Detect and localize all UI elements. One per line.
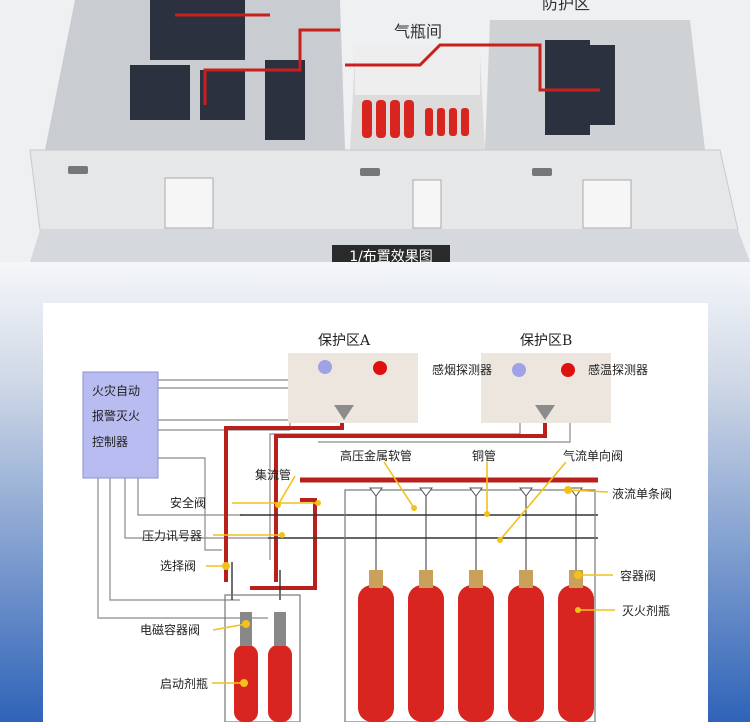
zone-b-title: 保护区B bbox=[520, 333, 572, 349]
leader-lines bbox=[206, 461, 615, 684]
left-server-racks bbox=[130, 0, 305, 140]
heat-detector-b-icon bbox=[561, 363, 575, 377]
agent-cylinder-5 bbox=[558, 490, 594, 722]
label-safety-valve: 安全阀 bbox=[170, 495, 206, 510]
leader-dots bbox=[222, 486, 582, 687]
red-pipes bbox=[224, 418, 598, 590]
gas-room-cylinders bbox=[362, 100, 469, 138]
room-illustration bbox=[29, 0, 750, 262]
copper-lines bbox=[231, 514, 598, 600]
label-starter-cylinder: 启动剂瓶 bbox=[160, 676, 208, 691]
label-check-valve-liquid: 液流单条阀 bbox=[612, 486, 672, 501]
label-selector-valve: 选择阀 bbox=[160, 559, 196, 573]
smoke-detector-a-icon bbox=[318, 360, 332, 374]
controller-line-3: 控制器 bbox=[92, 435, 128, 449]
label-copper-pipe: 铜管 bbox=[472, 448, 496, 463]
controller-line-2: 报警灭火 bbox=[92, 408, 140, 423]
label-smoke-detector: 感烟探测器 bbox=[432, 362, 492, 377]
label-manifold: 集流管 bbox=[255, 467, 291, 482]
agent-cylinder-1 bbox=[358, 490, 394, 722]
label-pressure-switch: 压力讯号器 bbox=[142, 529, 202, 543]
room-label-protection: 防护区 bbox=[542, 0, 591, 13]
agent-cylinder-2 bbox=[408, 490, 444, 722]
heat-detector-a-icon bbox=[373, 361, 387, 375]
label-agent-cylinder: 灭火剂瓶 bbox=[622, 603, 670, 618]
zone-a-title: 保护区A bbox=[318, 333, 371, 349]
label-check-valve-gas: 气流单向阀 bbox=[563, 448, 623, 463]
zone-a-box bbox=[288, 353, 418, 423]
label-hose: 高压金属软管 bbox=[340, 448, 412, 463]
doors bbox=[164, 177, 632, 229]
fire-controller bbox=[82, 371, 159, 479]
layout-rendering: 气瓶间 防护区 bbox=[0, 0, 750, 262]
red-pipes-top bbox=[175, 13, 600, 105]
smoke-detector-b-icon bbox=[512, 363, 526, 377]
agent-cylinder-3 bbox=[458, 490, 494, 722]
label-container-valve: 容器阀 bbox=[620, 568, 656, 583]
agent-cylinder-4 bbox=[508, 490, 544, 722]
label-heat-detector: 感温探测器 bbox=[588, 362, 648, 377]
controller-line-1: 火灾自动 bbox=[92, 383, 140, 398]
label-solenoid-valve: 电磁容器阀 bbox=[140, 622, 200, 637]
cylinder-rack bbox=[224, 489, 596, 722]
nozzle-a-icon bbox=[334, 405, 354, 420]
wall-signs bbox=[68, 166, 552, 176]
room-label-cylinder: 气瓶间 bbox=[394, 22, 443, 41]
agent-cylinders bbox=[358, 490, 594, 722]
starter-cylinders bbox=[234, 612, 292, 722]
nozzle-b-icon bbox=[535, 405, 555, 420]
right-server-racks bbox=[545, 40, 615, 135]
cylinder-room-backwall bbox=[355, 45, 480, 95]
